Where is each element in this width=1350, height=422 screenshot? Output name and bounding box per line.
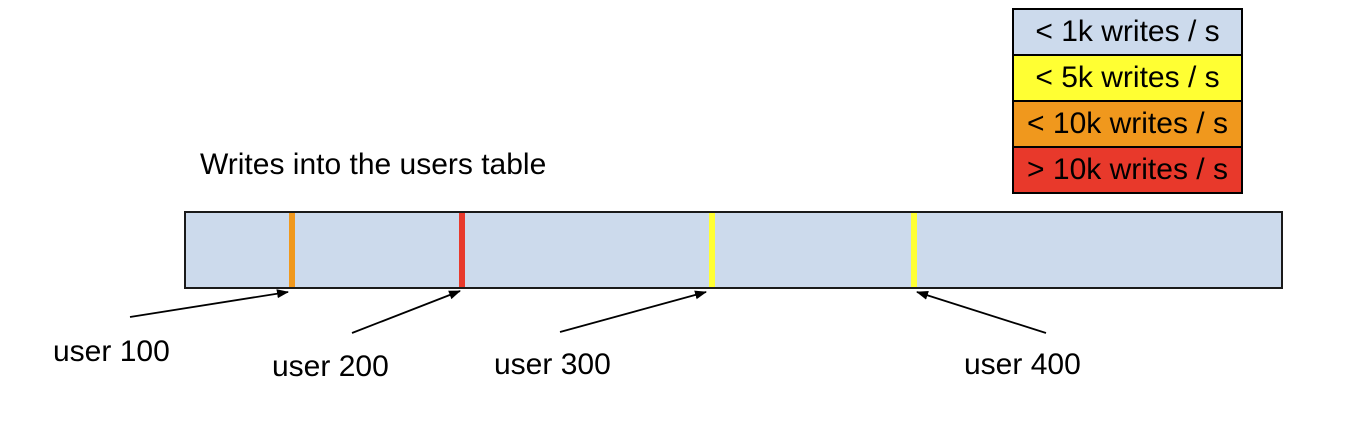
legend: < 1k writes / s < 5k writes / s < 10k writ…: [1012, 8, 1243, 194]
arrow-user-200: [351, 290, 461, 334]
legend-item-1: < 5k writes / s: [1012, 54, 1243, 102]
label-user-300: user 300: [494, 348, 611, 381]
hotspot-marker-user-100: [289, 213, 295, 287]
arrow-user-400: [916, 291, 1047, 334]
legend-item-label: < 1k writes / s: [1035, 15, 1220, 48]
hotspot-marker-user-200: [459, 213, 465, 287]
users-table-bar: [184, 211, 1283, 289]
legend-item-label: > 10k writes / s: [1027, 153, 1228, 186]
hotspot-marker-user-300: [709, 213, 715, 287]
label-user-200: user 200: [272, 350, 389, 383]
hotspot-marker-user-400: [911, 213, 917, 287]
legend-item-label: < 5k writes / s: [1035, 61, 1220, 94]
label-user-100: user 100: [53, 335, 170, 368]
legend-item-3: > 10k writes / s: [1012, 146, 1243, 194]
legend-item-0: < 1k writes / s: [1012, 8, 1243, 56]
label-user-400: user 400: [964, 348, 1081, 381]
legend-item-label: < 10k writes / s: [1027, 107, 1228, 140]
arrow-user-100: [129, 289, 289, 318]
legend-item-2: < 10k writes / s: [1012, 100, 1243, 148]
diagram-title: Writes into the users table: [200, 148, 547, 181]
arrow-user-300: [559, 290, 707, 333]
